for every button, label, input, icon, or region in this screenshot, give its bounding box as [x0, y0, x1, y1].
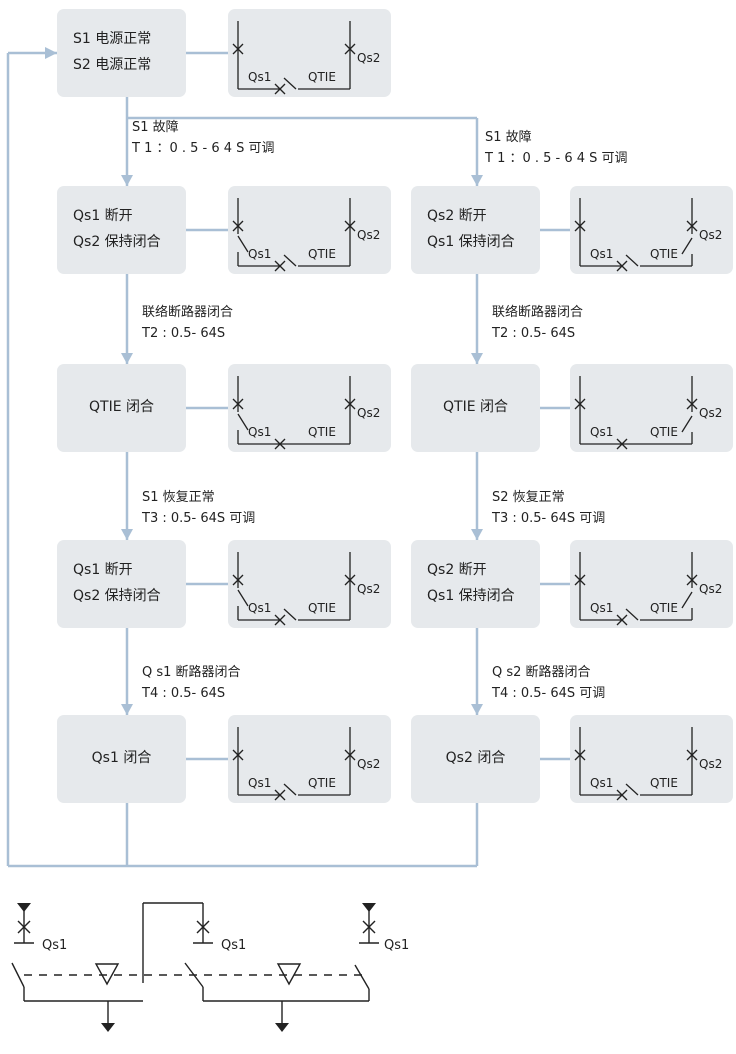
switch-diagram-left-1: Qs1 QTIE Qs2: [228, 186, 391, 274]
transition-right-2-line-2: T2 : 0.5- 64S: [492, 325, 576, 341]
state-left-1: Qs1 断开 Qs2 保持闭合: [57, 186, 186, 274]
transition-left-3: S1 恢复正常 T3 : 0.5- 64S 可调: [142, 488, 255, 530]
transition-left-3-line-1: S1 恢复正常: [142, 490, 215, 505]
state-right-4-line-1: Qs2 闭合: [445, 750, 506, 767]
state-left-3-line-2: Qs2 保持闭合: [73, 588, 161, 604]
qs2-label: Qs2: [699, 228, 722, 242]
transition-right-4-line-1: Q s2 断路器闭合: [492, 665, 591, 680]
switch-schematic: Qs1 QTIE Qs2: [232, 552, 380, 626]
state-right-1-line-1: Qs2 断开: [427, 208, 487, 225]
switch-diagram-left-2: Qs1 QTIE Qs2: [228, 364, 391, 452]
qtie-label: QTIE: [308, 425, 336, 439]
transition-right-4: Q s2 断路器闭合 T4 : 0.5- 64S 可调: [492, 663, 605, 705]
state-left-4: Qs1 闭合: [57, 715, 186, 803]
switch-schematic: Qs1 QTIE Qs2: [574, 198, 722, 272]
bottom-breaker-label-1: Qs1: [42, 938, 67, 953]
state-left-2-line-1: QTIE 闭合: [89, 399, 154, 416]
transition-right-4-line-2: T4 : 0.5- 64S 可调: [492, 685, 606, 701]
qtie-label: QTIE: [308, 247, 336, 261]
qs1-label: Qs1: [590, 601, 613, 615]
switch-schematic: Qs1 QTIE Qs2: [574, 376, 722, 450]
qs1-label: Qs1: [590, 425, 613, 439]
bottom-breaker-label-2: Qs1: [221, 938, 246, 953]
state-left-3: Qs1 断开 Qs2 保持闭合: [57, 540, 186, 628]
state-right-1-line-2: Qs1 保持闭合: [427, 234, 515, 250]
transition-right-2-line-1: 联络断路器闭合: [492, 305, 584, 320]
state-start-line-1: S1 电源正常: [73, 31, 152, 48]
qtie-label: QTIE: [650, 247, 678, 261]
qtie-label: QTIE: [650, 425, 678, 439]
switch-schematic: Qs1 QTIE Qs2: [232, 376, 380, 450]
bottom-single-line-schematic: Qs1 Qs1 Qs1: [11, 902, 409, 1032]
qtie-label: QTIE: [308, 70, 336, 84]
state-right-2: QTIE 闭合: [411, 364, 540, 452]
state-right-3-line-2: Qs1 保持闭合: [427, 588, 515, 604]
transition-left-4-line-2: T4 : 0.5- 64S: [142, 685, 226, 701]
switch-schematic: Qs1 QTIE Qs2: [232, 198, 380, 272]
transition-right-fault-line-1: S1 故障: [485, 130, 532, 145]
bottom-breaker-label-3: Qs1: [384, 938, 409, 953]
switch-schematic: Qs1 QTIE Qs2: [574, 727, 722, 801]
switch-diagram-right-3: Qs1 QTIE Qs2: [570, 540, 733, 628]
qs2-label: Qs2: [699, 582, 722, 596]
transition-right-3-line-1: S2 恢复正常: [492, 490, 565, 505]
qs1-label: Qs1: [248, 70, 271, 84]
transition-left-3-line-2: T3 : 0.5- 64S 可调: [142, 510, 256, 526]
qs2-label: Qs2: [357, 406, 380, 420]
state-left-1-line-1: Qs1 断开: [73, 208, 133, 225]
switch-diagram-left-4: Qs1 QTIE Qs2: [228, 715, 391, 803]
qtie-label: QTIE: [650, 601, 678, 615]
state-left-1-line-2: Qs2 保持闭合: [73, 234, 161, 250]
transition-left-4-line-1: Q s1 断路器闭合: [142, 665, 241, 680]
transition-right-3-line-2: T3 : 0.5- 64S 可调: [492, 510, 606, 526]
state-left-4-line-1: Qs1 闭合: [91, 750, 152, 767]
state-right-4: Qs2 闭合: [411, 715, 540, 803]
state-right-1: Qs2 断开 Qs1 保持闭合: [411, 186, 540, 274]
state-right-3-line-1: Qs2 断开: [427, 562, 487, 579]
transition-left-fault: S1 故障 T 1 ：0 . 5 - 6 4 S 可调: [132, 118, 275, 160]
state-start: S1 电源正常 S2 电源正常: [57, 9, 186, 97]
qs1-label: Qs1: [248, 601, 271, 615]
switch-diagram-right-2: Qs1 QTIE Qs2: [570, 364, 733, 452]
qs2-label: Qs2: [357, 757, 380, 771]
transition-left-fault-line-2: T 1 ：0 . 5 - 6 4 S 可调: [132, 140, 275, 156]
transition-left-2-line-2: T2 : 0.5- 64S: [142, 325, 226, 341]
transition-right-3: S2 恢复正常 T3 : 0.5- 64S 可调: [492, 488, 605, 530]
qs1-label: Qs1: [248, 247, 271, 261]
qs1-label: Qs1: [590, 776, 613, 790]
state-right-3: Qs2 断开 Qs1 保持闭合: [411, 540, 540, 628]
switch-schematic: Qs1 QTIE Qs2: [232, 727, 380, 801]
state-start-line-2: S2 电源正常: [73, 57, 152, 73]
qtie-label: QTIE: [308, 776, 336, 790]
qs2-label: Qs2: [357, 51, 380, 65]
qtie-label: QTIE: [308, 601, 336, 615]
switch-schematic: Qs1 QTIE Qs2: [574, 552, 722, 626]
switch-diagram-left-3: Qs1 QTIE Qs2: [228, 540, 391, 628]
qs1-label: Qs1: [248, 776, 271, 790]
transition-left-fault-line-1: S1 故障: [132, 120, 179, 135]
state-left-3-line-1: Qs1 断开: [73, 562, 133, 579]
transition-left-2: 联络断路器闭合 T2 : 0.5- 64S: [142, 303, 233, 345]
qs1-label: Qs1: [248, 425, 271, 439]
switch-schematic: Qs1 QTIE Qs2: [232, 21, 380, 95]
switch-diagram-right-1: Qs1 QTIE Qs2: [570, 186, 733, 274]
switch-diagram-right-4: Qs1 QTIE Qs2: [570, 715, 733, 803]
qs2-label: Qs2: [699, 406, 722, 420]
transition-left-2-line-1: 联络断路器闭合: [142, 305, 234, 320]
qs2-label: Qs2: [357, 582, 380, 596]
state-left-2: QTIE 闭合: [57, 364, 186, 452]
qs2-label: Qs2: [699, 757, 722, 771]
qs1-label: Qs1: [590, 247, 613, 261]
state-right-2-line-1: QTIE 闭合: [443, 399, 508, 416]
transition-right-fault-line-2: T 1 ：0 . 5 - 6 4 S 可调: [485, 150, 628, 166]
transition-right-fault: S1 故障 T 1 ：0 . 5 - 6 4 S 可调: [485, 128, 628, 170]
switch-diagram-start: Qs1 QTIE Qs2: [228, 9, 391, 97]
transition-right-2: 联络断路器闭合 T2 : 0.5- 64S: [492, 303, 583, 345]
transition-left-4: Q s1 断路器闭合 T4 : 0.5- 64S: [142, 663, 241, 705]
qs2-label: Qs2: [357, 228, 380, 242]
qtie-label: QTIE: [650, 776, 678, 790]
